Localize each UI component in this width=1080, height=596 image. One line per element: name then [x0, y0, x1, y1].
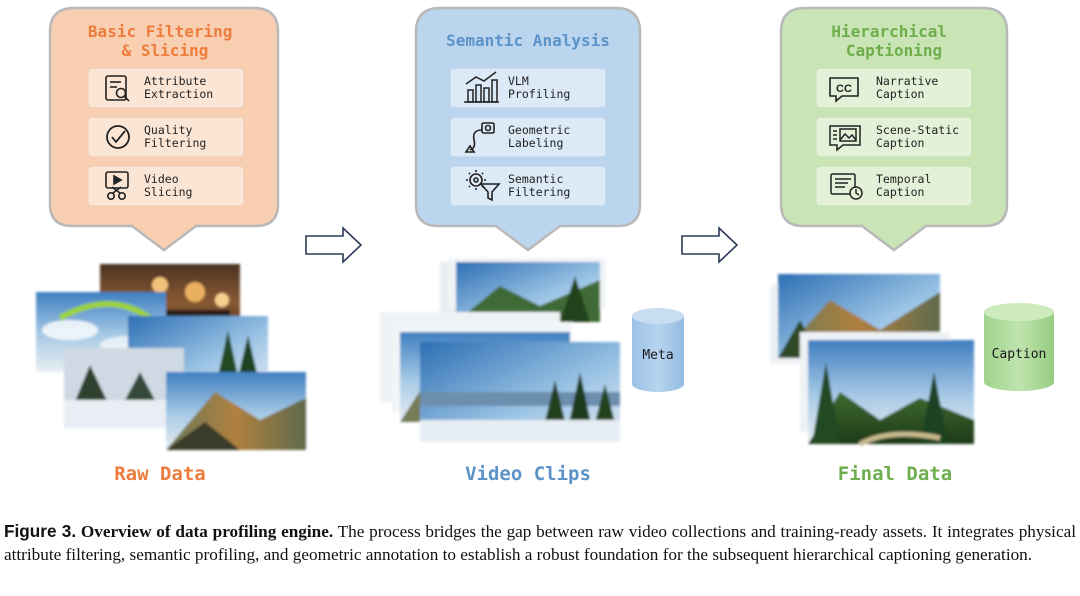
flow-arrow-right-icon	[305, 226, 363, 264]
item-label: Temporal Caption	[876, 172, 938, 199]
item-label: Attribute Extraction	[144, 74, 213, 101]
stage-title-line: Semantic Analysis	[446, 31, 610, 50]
final-data-stack	[770, 274, 974, 447]
flow-arrow-right-icon	[681, 226, 739, 264]
raw-data-label: Raw Data	[114, 463, 206, 485]
figure-title: Overview of data profiling engine.	[80, 522, 334, 541]
stage-hierarchical-captioning: Hierarchical Captioning CC Narrative Cap…	[779, 6, 1009, 252]
stage-semantic-analysis: Semantic Analysis VLM Profiling	[414, 6, 642, 252]
item-vlm-profiling: VLM Profiling	[449, 67, 607, 109]
cc-icon	[829, 77, 859, 103]
stage-title-line: Hierarchical	[831, 22, 947, 41]
item-label: Geometric Labeling	[508, 123, 577, 150]
item-label: Semantic Filtering	[508, 172, 570, 199]
item-video-slicing: Video Slicing	[87, 165, 245, 207]
item-label: VLM Profiling	[508, 74, 570, 101]
item-attribute-extraction: Attribute Extraction	[87, 67, 245, 109]
cc-icon-text: CC	[836, 83, 852, 95]
attribute-extraction-icon	[105, 75, 130, 102]
pipeline-diagram: Basic Filtering & Slicing Attribute Extr…	[36, 6, 1054, 485]
item-label: Scene-Static Caption	[876, 123, 966, 150]
stage-title: Hierarchical Captioning	[831, 22, 956, 60]
meta-cylinder: Meta	[632, 308, 684, 392]
video-scissors-icon	[105, 171, 129, 201]
item-geometric-labeling: Geometric Labeling	[449, 116, 607, 158]
figure-number: Figure 3.	[4, 521, 77, 541]
video-clips-stack	[380, 258, 620, 442]
item-label: Video Slicing	[144, 172, 192, 199]
stage-title: Semantic Analysis	[446, 31, 610, 50]
stage-title-line: Captioning	[846, 41, 942, 60]
stage-title: Basic Filtering & Slicing	[88, 22, 242, 60]
figure-caption: Figure 3. Overview of data profiling eng…	[4, 520, 1076, 566]
item-label: Narrative Caption	[876, 74, 945, 101]
raw-data-image-stack	[36, 264, 306, 450]
final-image-front	[800, 332, 974, 447]
item-quality-filtering: Quality Filtering	[87, 116, 245, 158]
stage-title-line: & Slicing	[122, 41, 209, 60]
geometric-camera-icon	[464, 122, 495, 153]
stage-title-line: Basic Filtering	[88, 22, 233, 41]
stage-basic-filtering: Basic Filtering & Slicing Attribute Extr…	[48, 6, 280, 252]
raw-image-winter	[64, 348, 184, 428]
raw-image-mountain	[166, 372, 306, 450]
figure-body: The process bridges the gap between raw …	[4, 522, 1076, 564]
bar-chart-icon	[464, 71, 499, 103]
item-semantic-filtering: Semantic Filtering	[449, 165, 607, 207]
clip-stack-front	[380, 312, 620, 442]
clock-doc-icon	[830, 173, 863, 200]
item-temporal-caption: Temporal Caption	[815, 165, 973, 207]
caption-cylinder: Caption	[984, 303, 1054, 391]
gear-funnel-icon	[466, 170, 501, 202]
meta-label: Meta	[642, 348, 673, 363]
item-scene-static-caption: Scene-Static Caption	[815, 116, 973, 158]
caption-label: Caption	[992, 347, 1047, 362]
item-narrative-caption: CC Narrative Caption	[815, 67, 973, 109]
scene-image-icon	[829, 125, 861, 152]
quality-check-icon	[106, 125, 130, 149]
item-label: Quality Filtering	[144, 123, 206, 150]
final-data-label: Final Data	[838, 463, 952, 485]
video-clips-label: Video Clips	[465, 463, 591, 485]
